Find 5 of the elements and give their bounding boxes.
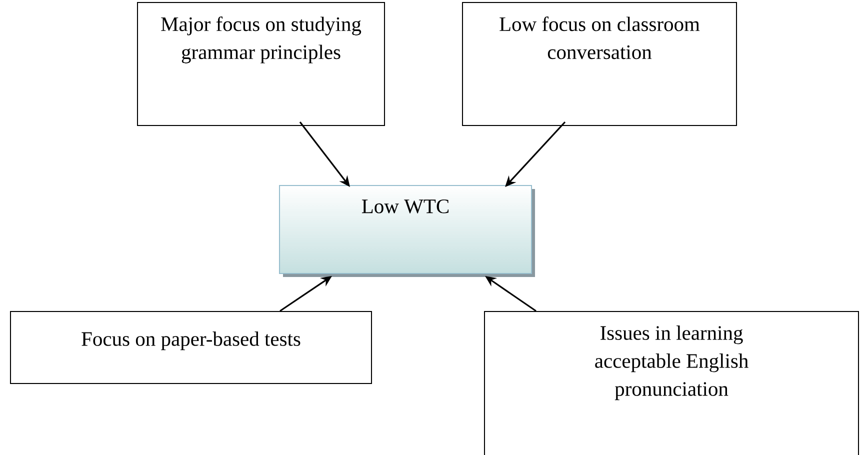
text-box: Major focus on studying grammar principles	[137, 2, 385, 126]
text-box: Low focus on classroom conversation	[462, 2, 737, 126]
text-box: Focus on paper-based tests	[10, 311, 372, 384]
text-box: Issues in learning acceptable English pronunciation	[484, 311, 860, 455]
central-box: Low WTC	[279, 185, 535, 277]
